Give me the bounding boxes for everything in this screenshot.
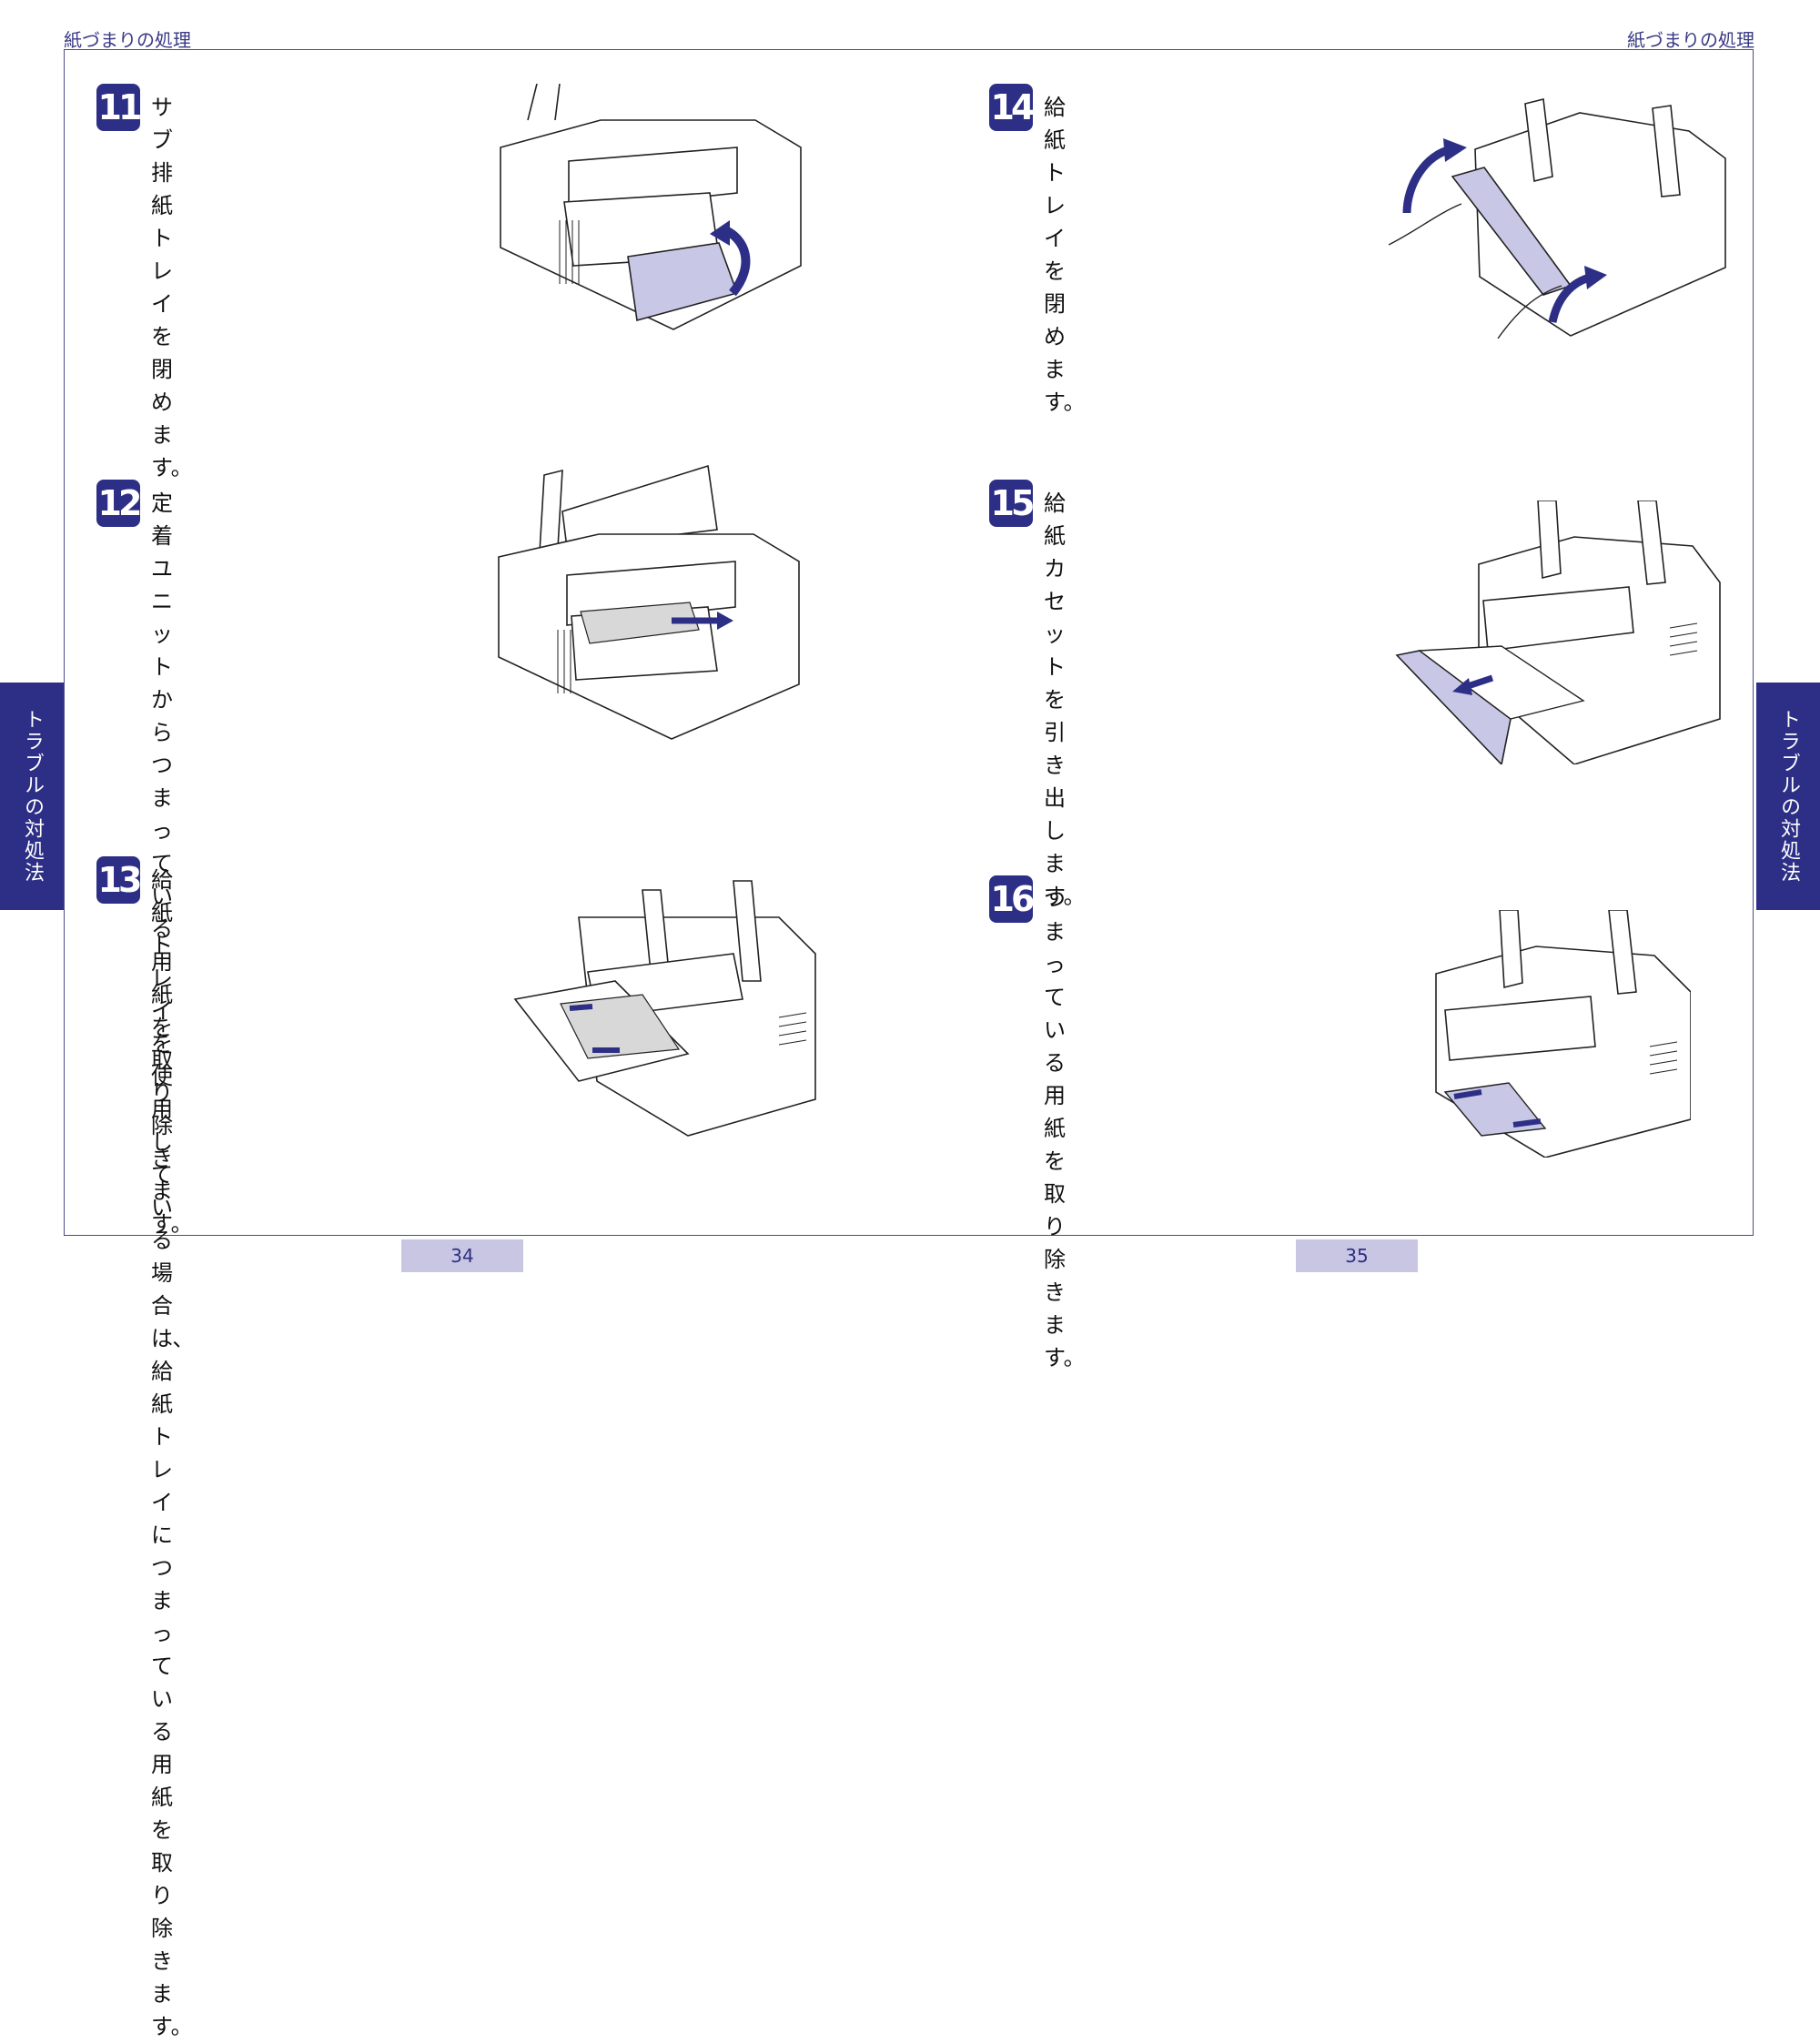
step-number-badge: 11 [96,84,142,131]
printer-illustration-remove-fuser-paper [490,448,835,757]
step-instruction: つまっている用紙を取り除きま す。 [1044,886,1086,1370]
side-tab-left: トラブルの対処法 [0,683,64,910]
step-number-badge: 16 [989,875,1035,923]
step-number-badge: 13 [96,856,142,904]
running-header-right: 紙づまりの処理 [1627,29,1754,51]
step-number-badge: 14 [989,84,1035,131]
side-tab-right: トラブルの対処法 [1756,683,1820,910]
step-number-badge: 12 [96,480,142,527]
page-number-left: 34 [401,1239,523,1272]
printer-illustration-remove-tray-paper [506,872,826,1138]
printer-illustration-close-sub-tray [491,84,837,348]
step-instruction: 給紙トレイを閉めます。 [1044,95,1086,415]
step-instruction: 給紙カセットを引き出します。 [1044,491,1086,909]
step-instruction: サブ排紙トレイを閉めます。 [151,95,193,480]
running-header-left: 紙づまりの処理 [64,29,191,51]
printer-illustration-close-feed-tray [1389,95,1727,339]
page-number-right: 35 [1296,1239,1418,1272]
side-tab-right-label: トラブルの対処法 [1777,709,1800,884]
step-number-badge: 15 [989,480,1035,527]
printer-illustration-remove-cassette-paper [1427,910,1691,1158]
step-instruction: 定着ユニットからつまっている 用紙を取り除きます。 [151,491,193,1237]
side-tab-left-label: トラブルの対処法 [21,709,44,884]
page-frame [64,49,1754,1236]
printer-illustration-pull-cassette [1392,501,1724,764]
step-instruction: 給紙トレイを使用している場合 は､給紙トレイにつまっている用 紙を取り除きます。 [151,867,193,2039]
